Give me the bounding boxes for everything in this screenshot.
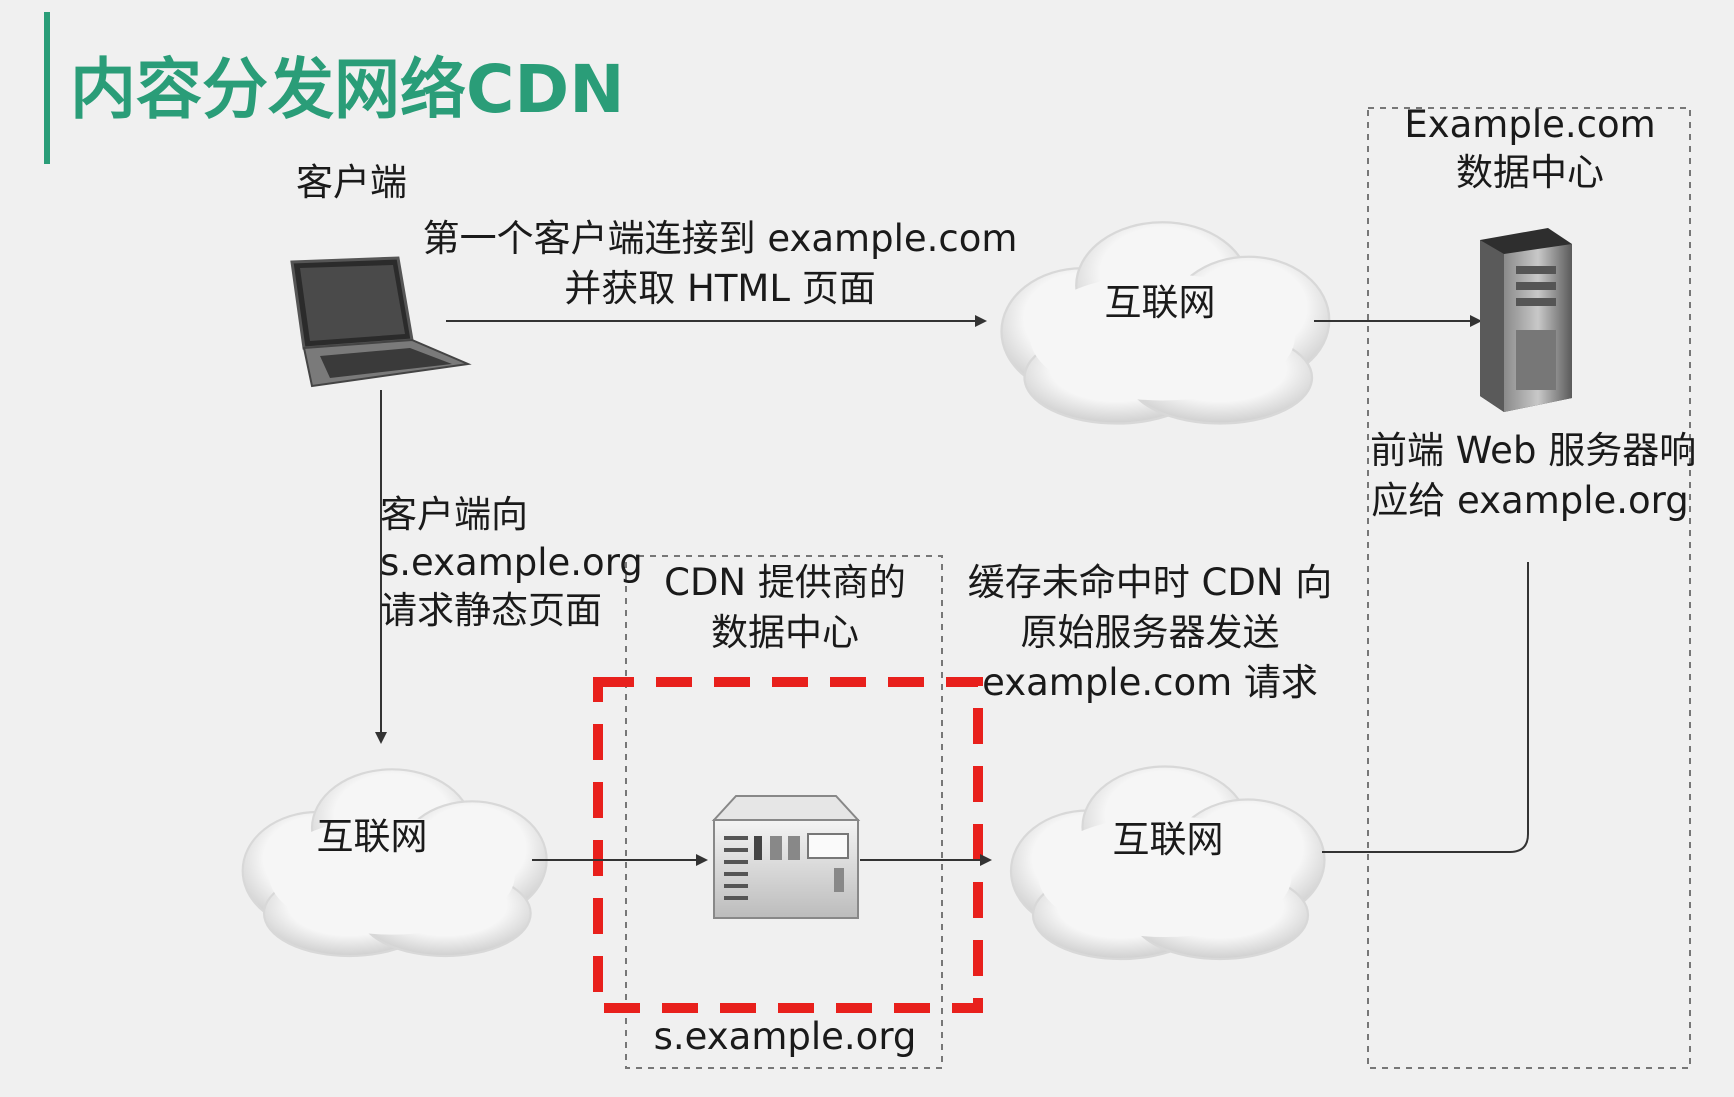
cloud-bottom-left-label: 互联网 <box>316 815 428 858</box>
cloud-icon <box>241 768 548 958</box>
client-label: 客户端 <box>296 161 407 204</box>
cache-miss-label-line2: 原始服务器发送 <box>1020 611 1280 654</box>
server-tower-icon <box>1480 228 1572 412</box>
origin-server-label-line2: 应给 example.org <box>1371 479 1689 522</box>
top-arrow-label-line2: 并获取 HTML 页面 <box>564 267 876 310</box>
top-arrow-label-line1: 第一个客户端连接到 example.com <box>422 217 1018 260</box>
down-arrow-label-line3: 请求静态页面 <box>380 589 602 632</box>
cdn-server-icon <box>711 795 861 919</box>
cache-miss-label-line1: 缓存未命中时 CDN 向 <box>967 561 1333 604</box>
connector-internet-to-origin <box>1322 562 1529 853</box>
cdn-dc-label-line2: 数据中心 <box>711 611 859 654</box>
origin-dc-label-line1: Example.com <box>1404 103 1656 146</box>
cdn-host-label: s.example.org <box>653 1015 917 1058</box>
cloud-top-label: 互联网 <box>1104 281 1216 324</box>
cloud-bottom-right-label: 互联网 <box>1112 818 1224 861</box>
cdn-datacenter-boundary <box>625 555 943 1069</box>
down-arrow-label-line1: 客户端向 <box>380 493 528 536</box>
laptop-icon <box>290 256 472 388</box>
origin-server-label-line1: 前端 Web 服务器响 <box>1370 429 1697 472</box>
origin-datacenter-boundary <box>1367 107 1691 1069</box>
down-arrow-label-line2: s.example.org <box>380 541 643 584</box>
cache-miss-label-line3: example.com 请求 <box>982 661 1318 704</box>
cdn-dc-label-line1: CDN 提供商的 <box>664 561 906 604</box>
slide-title: 内容分发网络CDN <box>70 51 625 128</box>
cdn-highlight-box <box>593 677 983 1013</box>
title-accent-bar <box>44 12 50 164</box>
origin-dc-label-line2: 数据中心 <box>1456 151 1604 194</box>
